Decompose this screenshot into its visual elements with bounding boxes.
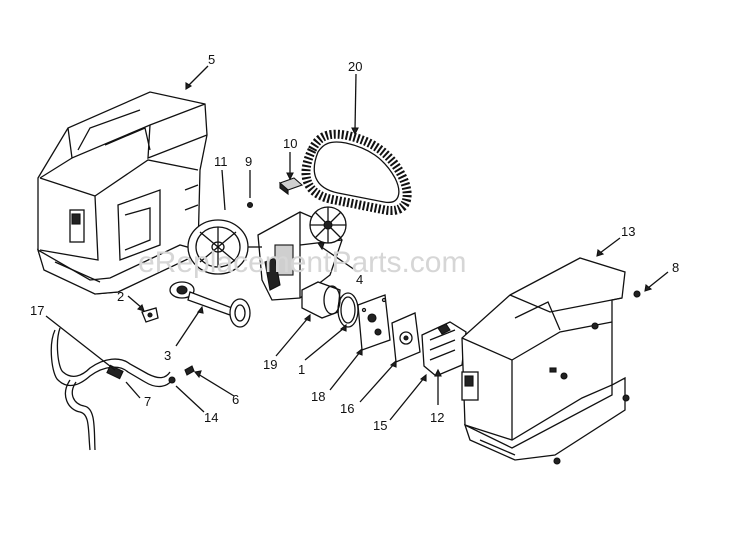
label-part-3: 3 bbox=[164, 348, 171, 363]
part-cylinder bbox=[301, 281, 341, 319]
label-part-14: 14 bbox=[204, 410, 218, 425]
part-8-screws bbox=[553, 290, 641, 465]
part-cylinder-head bbox=[421, 321, 467, 377]
label-part-8: 8 bbox=[672, 260, 679, 275]
label-part-10: 10 bbox=[283, 136, 297, 151]
label-part-11: 11 bbox=[214, 154, 228, 169]
label-part-20: 20 bbox=[348, 59, 362, 74]
part-bolt bbox=[141, 307, 159, 323]
label-part-15: 15 bbox=[373, 418, 387, 433]
label-part-9: 9 bbox=[245, 154, 252, 169]
label-part-16: 16 bbox=[340, 401, 354, 416]
label-part-4: 4 bbox=[356, 272, 363, 287]
part-head-gasket bbox=[391, 312, 421, 363]
part-right-shroud bbox=[461, 257, 626, 461]
part-connecting-rod bbox=[169, 281, 251, 328]
label-part-7: 7 bbox=[144, 394, 151, 409]
label-part-19: 19 bbox=[263, 357, 277, 372]
label-part-6: 6 bbox=[232, 392, 239, 407]
label-part-12: 12 bbox=[430, 410, 444, 425]
label-part-18: 18 bbox=[311, 389, 325, 404]
part-10-block bbox=[278, 177, 304, 196]
label-part-1: 1 bbox=[298, 362, 305, 377]
label-part-5: 5 bbox=[208, 52, 215, 67]
watermark: eReplacementParts.com bbox=[138, 246, 466, 279]
part-pump-assembly bbox=[187, 206, 347, 301]
part-belt bbox=[301, 129, 412, 216]
part-valve-plate bbox=[357, 294, 391, 351]
part-9-screw bbox=[246, 201, 254, 209]
label-part-2: 2 bbox=[117, 289, 124, 304]
label-part-17: 17 bbox=[30, 303, 44, 318]
part-tube-assembly bbox=[50, 327, 176, 451]
label-part-13: 13 bbox=[621, 224, 635, 239]
part-gasket-ring bbox=[337, 292, 359, 328]
part-6-screw bbox=[184, 365, 195, 376]
leader-lines bbox=[45, 65, 669, 421]
part-labels: 5 20 10 11 9 4 2 3 19 1 18 16 15 12 13 8… bbox=[30, 52, 679, 433]
